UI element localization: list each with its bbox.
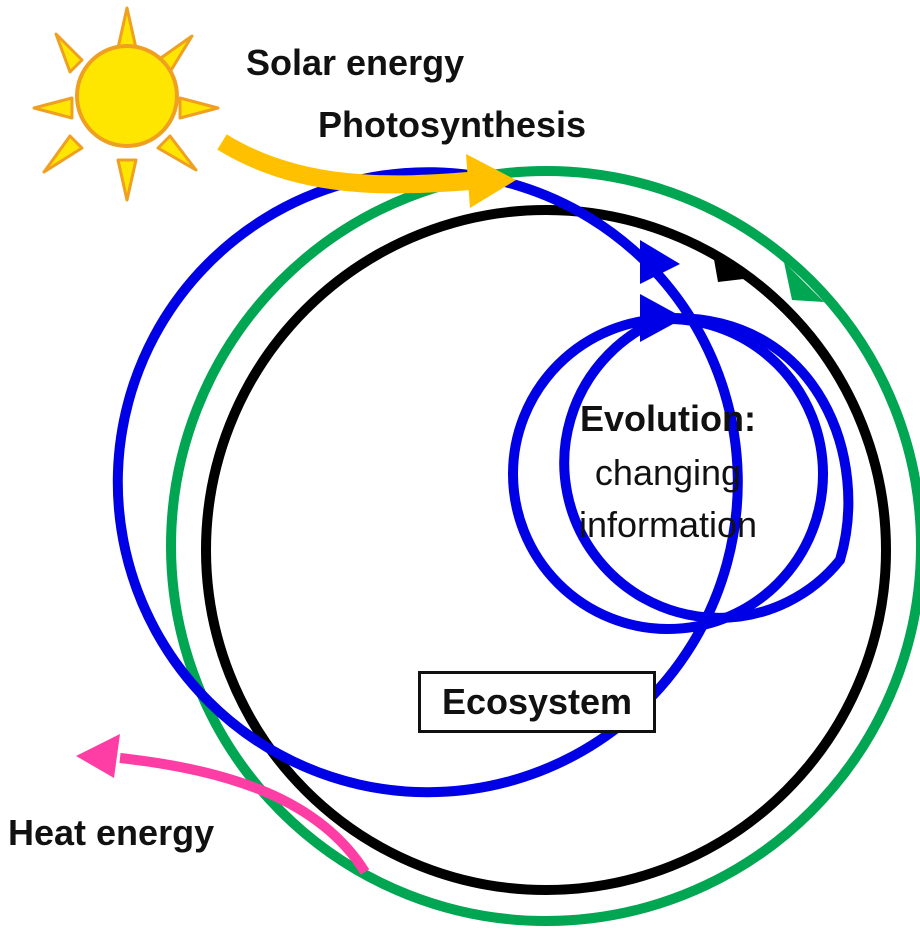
evolution-title: Evolution: xyxy=(580,398,756,439)
heat-energy-label: Heat energy xyxy=(8,812,215,853)
solar-energy-label: Solar energy xyxy=(246,42,465,83)
middle-cycle-black xyxy=(201,205,891,895)
heat-energy-arrow xyxy=(76,734,370,875)
evolution-loop-blue xyxy=(508,294,854,634)
solar-energy-arrow xyxy=(217,134,516,208)
evolution-description-line1: changing xyxy=(594,452,742,493)
evolution-description-line2: information xyxy=(578,504,758,545)
ecosystem-label-box: Ecosystem xyxy=(418,671,656,733)
outer-cycle-green xyxy=(166,166,920,926)
sun-icon xyxy=(32,6,220,202)
photosynthesis-label: Photosynthesis xyxy=(318,104,587,145)
